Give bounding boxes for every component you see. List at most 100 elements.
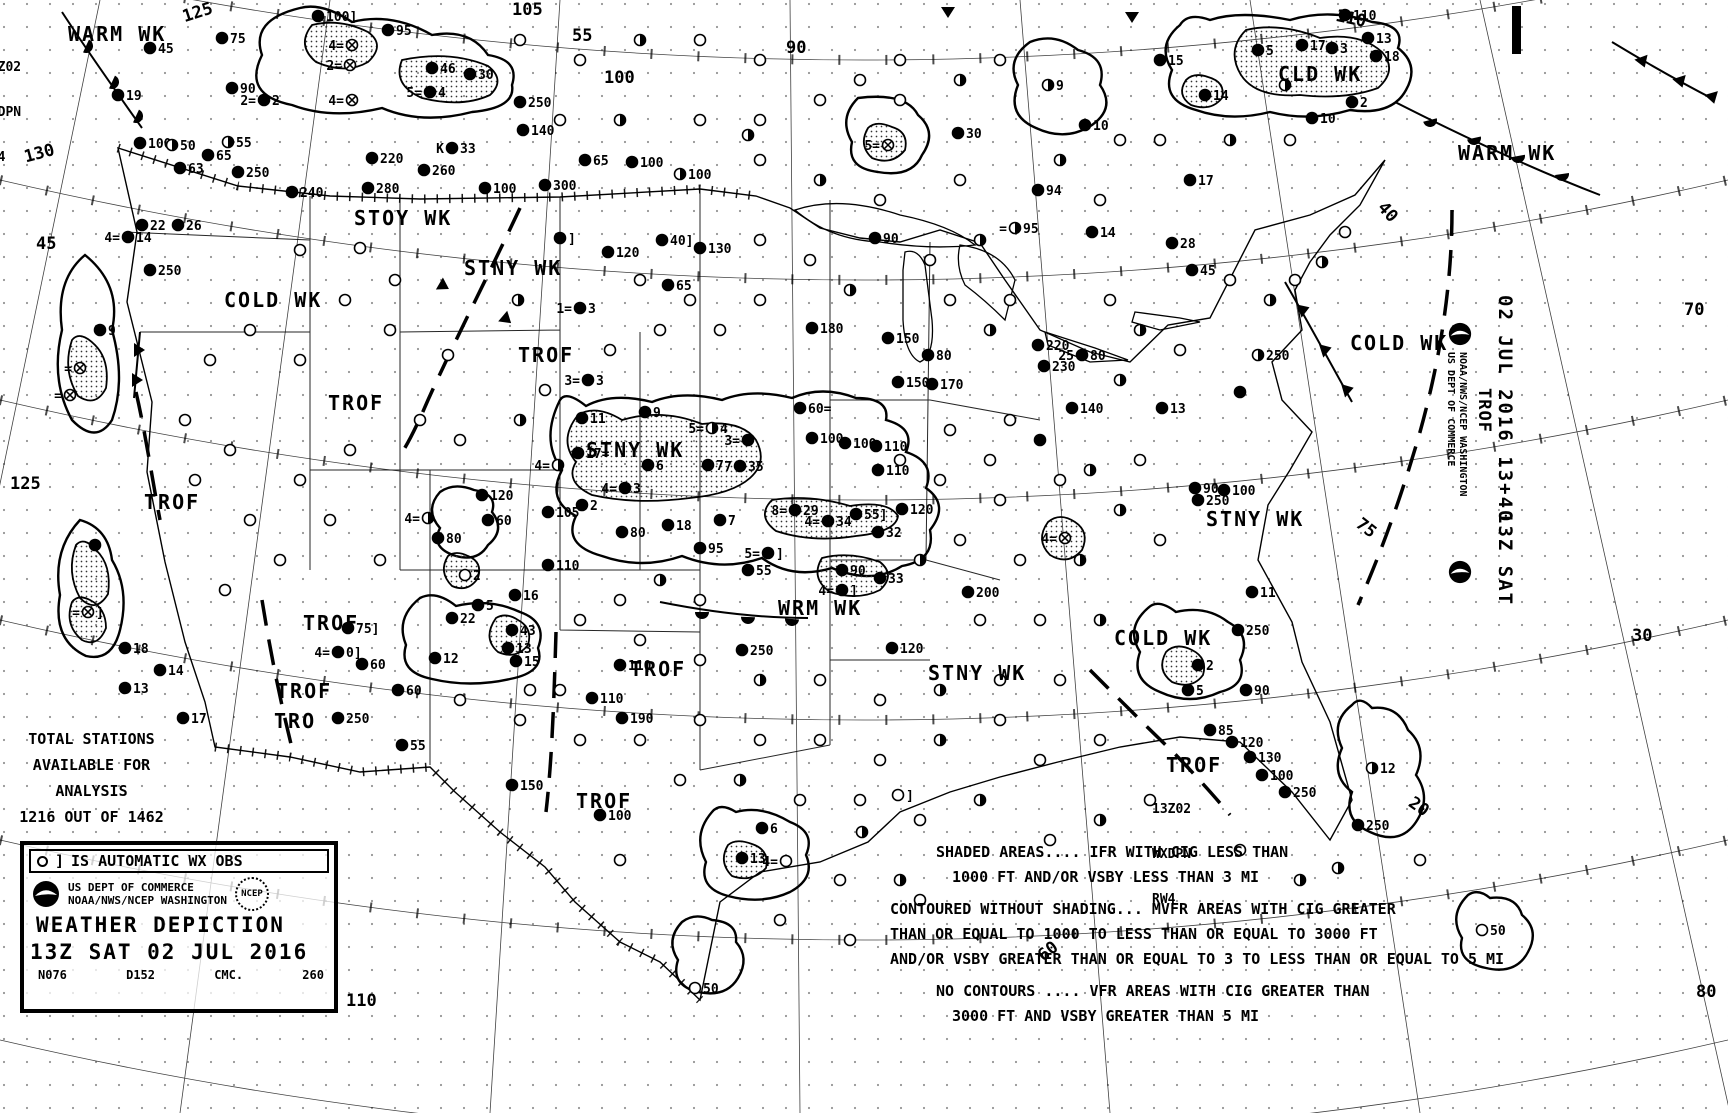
- station-plot: [1053, 153, 1067, 167]
- agency-line2: NOAA/NWS/NCEP WASHINGTON: [68, 894, 227, 907]
- station-plot: [753, 233, 767, 247]
- station-plot: 45: [143, 41, 174, 57]
- station-plot: [973, 613, 987, 627]
- svg-text:120: 120: [900, 642, 924, 657]
- note-line: ANALYSIS: [55, 782, 128, 800]
- cold-front-pip-icon: [498, 310, 512, 324]
- station-plot: 12: [1365, 761, 1396, 777]
- svg-text:100: 100: [640, 156, 664, 171]
- svg-text:250: 250: [1246, 624, 1270, 639]
- station-plot: [953, 173, 967, 187]
- station-plot: 250: [1191, 493, 1230, 509]
- station-plot: [573, 613, 587, 627]
- station-plot: 120: [1225, 735, 1264, 751]
- station-plot: [833, 873, 847, 887]
- svg-text:13: 13: [133, 682, 149, 697]
- side-agency-line1: US DEPT OF COMMERCE: [1445, 352, 1456, 467]
- stamp-line: 13Z02: [1152, 802, 1192, 817]
- station-plot: 300: [538, 178, 577, 194]
- station-plot: [983, 453, 997, 467]
- svg-text:55: 55: [410, 739, 426, 754]
- product-stamp-florida: 13Z02 WXDPN RW4: [1152, 772, 1191, 937]
- station-plot: 90: [868, 231, 899, 247]
- station-plot: [1093, 613, 1107, 627]
- station-plot: 250: [1231, 623, 1270, 639]
- station-plot: [293, 243, 307, 257]
- station-plot: 34=: [601, 481, 641, 497]
- station-plot: 110: [1338, 8, 1377, 24]
- station-plot: [733, 773, 747, 787]
- svg-text:4: 4: [720, 422, 728, 437]
- station-plot: [1053, 673, 1067, 687]
- svg-text:190: 190: [630, 712, 654, 727]
- station-plot: [653, 323, 667, 337]
- svg-text:14: 14: [1100, 226, 1116, 241]
- station-plot: [793, 793, 807, 807]
- station-plot: [1315, 255, 1329, 269]
- warm-front-pip-icon: [1511, 154, 1525, 163]
- svg-text:3: 3: [633, 482, 641, 497]
- svg-text:4=: 4=: [404, 512, 420, 527]
- svg-text:110: 110: [628, 659, 652, 674]
- legend-box: ] IS AUTOMATIC WX OBS US DEPT OF COMMERC…: [20, 841, 338, 1013]
- station-plot: 2=: [326, 58, 357, 74]
- station-plot: [933, 683, 947, 697]
- station-plot: 2: [575, 498, 598, 514]
- svg-text:30: 30: [966, 127, 982, 142]
- station-plot: 65: [578, 153, 609, 169]
- svg-text:17: 17: [1198, 174, 1214, 189]
- station-plot: 100: [673, 167, 712, 183]
- warm-front-pip-icon: [785, 618, 799, 626]
- warm-front-pip-icon: [1555, 173, 1569, 181]
- station-plot: 75: [215, 31, 246, 47]
- svg-text:=: =: [72, 606, 80, 621]
- svg-text:7: 7: [716, 459, 724, 474]
- station-plot: 50: [165, 138, 196, 154]
- station-plot: 4=: [404, 511, 435, 527]
- station-plot: 144=: [104, 230, 152, 246]
- station-plot: 120: [475, 488, 514, 504]
- svg-text:90: 90: [1254, 684, 1270, 699]
- station-plot: [813, 673, 827, 687]
- station-plot: 220: [365, 151, 404, 167]
- station-plot: 4=: [328, 93, 359, 109]
- svg-text:250: 250: [1266, 349, 1290, 364]
- station-plot: 6: [755, 821, 778, 837]
- station-plot: [693, 653, 707, 667]
- svg-text:45: 45: [1200, 264, 1216, 279]
- station-plot: [453, 433, 467, 447]
- station-plot: [178, 413, 192, 427]
- svg-text:110: 110: [556, 559, 580, 574]
- svg-text:2: 2: [1206, 659, 1214, 674]
- station-plot: [953, 73, 967, 87]
- svg-text:220: 220: [380, 152, 404, 167]
- total-stations-note: TOTAL STATIONS AVAILABLE FOR ANALYSIS 12…: [4, 726, 179, 830]
- station-plot: 95: [693, 541, 724, 557]
- svg-text:60: 60: [370, 658, 386, 673]
- svg-text:4=: 4=: [104, 231, 120, 246]
- station-plot: [633, 733, 647, 747]
- warm-front-pip-icon: [1423, 118, 1437, 127]
- station-plot: [538, 383, 552, 397]
- svg-text:55: 55: [236, 136, 252, 151]
- station-plot: [613, 113, 627, 127]
- svg-text:10: 10: [1093, 119, 1109, 134]
- svg-text:3: 3: [588, 302, 596, 317]
- station-plot: 150: [881, 331, 920, 347]
- station-plot: 250: [231, 165, 270, 181]
- station-plot: 100: [478, 181, 517, 197]
- station-plot: [188, 473, 202, 487]
- svg-text:65: 65: [593, 154, 609, 169]
- svg-text:150: 150: [520, 779, 544, 794]
- svg-text:30: 30: [478, 68, 494, 83]
- station-plot: [1223, 273, 1237, 287]
- station-plot: [1073, 553, 1087, 567]
- station-plot: [511, 293, 525, 307]
- station-plot: [813, 93, 827, 107]
- station-plot: [1033, 753, 1047, 767]
- auto-obs-bracket: ]: [55, 852, 65, 870]
- station-plot: 32: [871, 525, 902, 541]
- station-plot: [753, 673, 767, 687]
- station-plot: [243, 513, 257, 527]
